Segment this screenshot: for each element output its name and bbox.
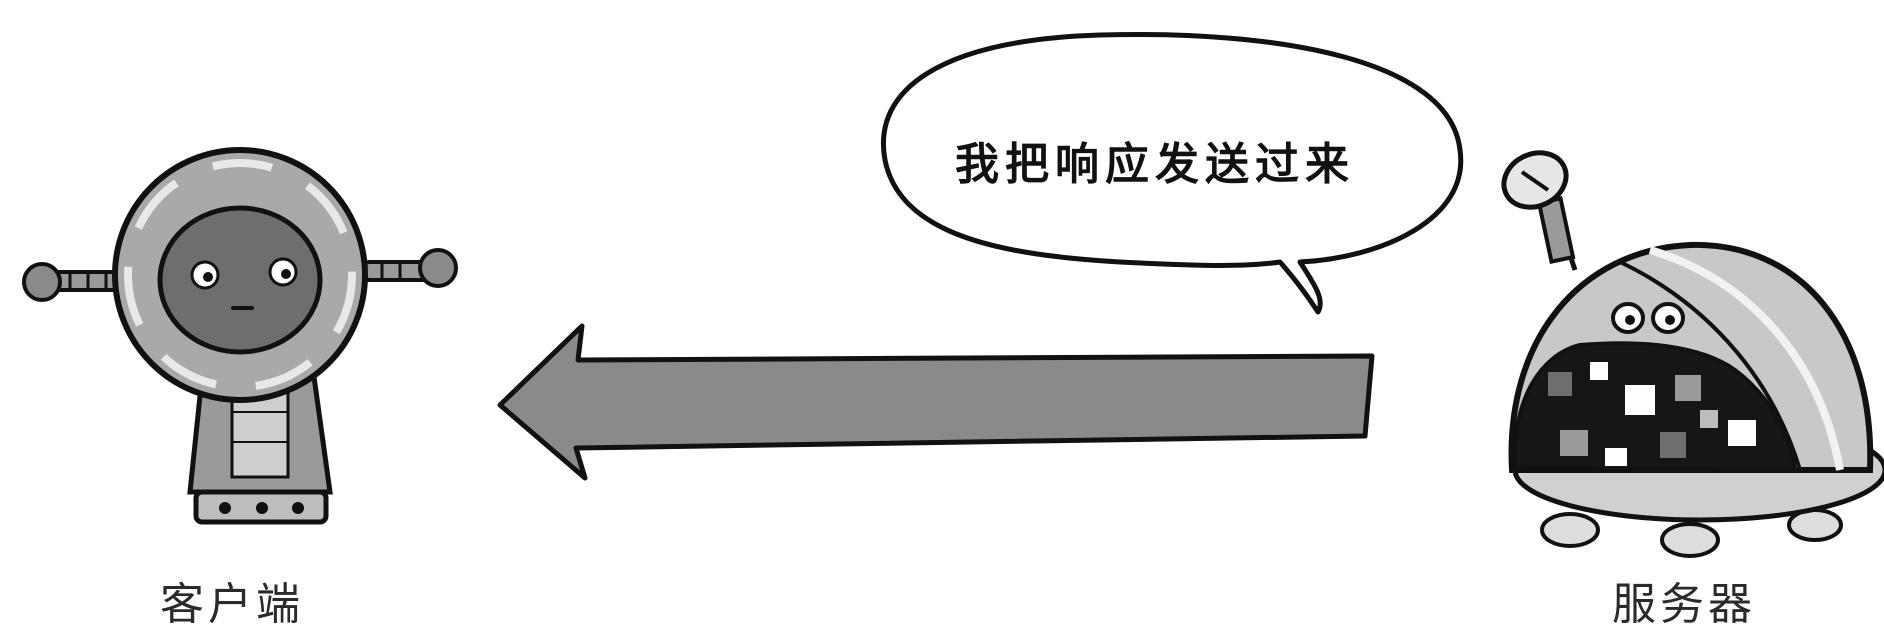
response-arrow xyxy=(497,323,1375,481)
client-robot-icon xyxy=(22,147,458,525)
client-label: 客户端 xyxy=(160,579,304,630)
server-robot-icon xyxy=(1501,150,1884,558)
speech-bubble-text: 我把响应发送过来 xyxy=(955,139,1355,190)
speech-bubble xyxy=(881,32,1464,315)
server-label: 服务器 xyxy=(1612,579,1756,630)
